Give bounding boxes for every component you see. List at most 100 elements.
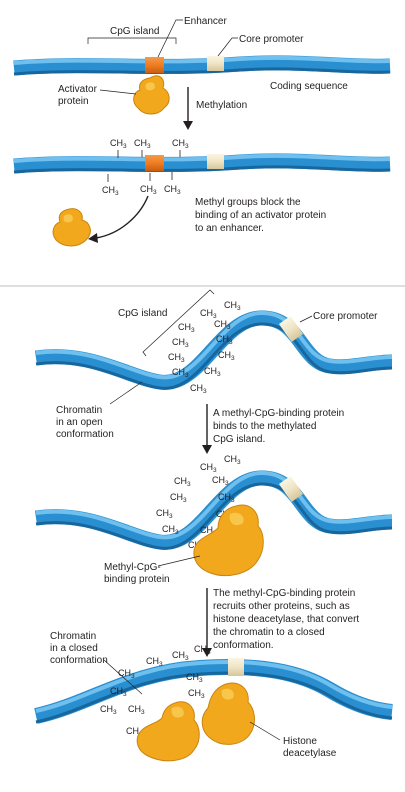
methyl-group-label: CH3 bbox=[110, 686, 127, 698]
methyl-group-label: CH3 bbox=[194, 644, 211, 656]
methyl-group-label: CH3 bbox=[178, 322, 195, 334]
methyl-group-label: CH3 bbox=[110, 138, 127, 150]
methyl-group-label: CH3 bbox=[170, 492, 187, 504]
recruit-text-2: recruits other proteins, such as bbox=[213, 601, 350, 612]
methyl-group-label: CH3 bbox=[172, 367, 189, 379]
methyl-group-label: CH3 bbox=[224, 300, 241, 312]
panel-open-chromatin: CpG island Core promoter CH3CH3CH3CH3CH3… bbox=[34, 289, 393, 454]
mbp-pointer bbox=[157, 555, 201, 567]
methyl-group-label: CH3 bbox=[200, 462, 217, 474]
methyl-group-label: CH3 bbox=[224, 454, 241, 466]
displacement-arrow bbox=[88, 195, 149, 243]
cpg-island-label: CpG island bbox=[110, 26, 159, 37]
histone-deacetylase-label-1: Histone bbox=[283, 736, 317, 747]
block-text-1: Methyl groups block the bbox=[195, 197, 301, 208]
methylation-label: Methylation bbox=[196, 100, 247, 111]
core-promoter-region-closed bbox=[228, 658, 244, 676]
activator-protein bbox=[133, 75, 170, 115]
methyl-group-label: CH3 bbox=[162, 524, 179, 536]
open-chromatin-label-2: in an open bbox=[56, 417, 103, 428]
methyl-group-label: CH3 bbox=[204, 366, 221, 378]
cpg-island-label-open: CpG island bbox=[118, 308, 167, 319]
binding-arrow bbox=[202, 404, 212, 454]
core-promoter-pointer bbox=[217, 37, 238, 57]
dna-strand-2 bbox=[13, 153, 391, 174]
dna-strand-3 bbox=[34, 310, 393, 390]
methyl-group-label: CH3 bbox=[190, 383, 207, 395]
recruit-text-3: histone deacetylase, that convert bbox=[213, 614, 359, 625]
methyl-group-label: CH3 bbox=[100, 704, 117, 716]
methyl-ticks-1 bbox=[107, 150, 181, 182]
panel-unmethylated: CpG island Enhancer Core promoter Coding… bbox=[13, 16, 391, 130]
methyl-group-label: CH3 bbox=[156, 508, 173, 520]
methyl-group-label: CH3 bbox=[118, 668, 135, 680]
methyl-group-label: CH3 bbox=[218, 350, 235, 362]
mbp-step-text-3: CpG island. bbox=[213, 434, 265, 445]
methyl-group-label: CH3 bbox=[174, 476, 191, 488]
mbp-step-text-2: binds to the methylated bbox=[213, 421, 316, 432]
methyl-group-label: CH3 bbox=[102, 185, 119, 197]
methyl-group-label: CH3 bbox=[172, 138, 189, 150]
closed-chromatin-pointer bbox=[103, 659, 143, 695]
closed-chromatin-label-1: Chromatin bbox=[50, 631, 96, 642]
methyl-group-label: CH3 bbox=[186, 672, 203, 684]
closed-chromatin-label-2: in a closed bbox=[50, 643, 98, 654]
core-promoter-pointer-open bbox=[299, 315, 313, 323]
mbp-label-1: Methyl-CpG- bbox=[104, 562, 161, 573]
histone-deacetylase-label-2: deacetylase bbox=[283, 748, 337, 759]
activator-label-1: Activator bbox=[58, 84, 98, 95]
methyl-group-label: CH3 bbox=[128, 704, 145, 716]
methyl-group-label: CH3 bbox=[212, 475, 229, 487]
methyl-group-label: CH3 bbox=[134, 138, 151, 150]
methyl-group-label: CH3 bbox=[140, 184, 157, 196]
activator-protein-displaced bbox=[52, 208, 91, 247]
enhancer-region-methylated bbox=[145, 155, 164, 171]
recruit-text-5: conformation. bbox=[213, 640, 274, 651]
methyl-group-label: CH3 bbox=[216, 334, 233, 346]
methyl-group-label: CH3 bbox=[164, 184, 181, 196]
methyl-cpg-binding-protein-closed bbox=[136, 701, 200, 762]
activator-label-2: protein bbox=[58, 96, 89, 107]
cpg-island-bracket bbox=[87, 37, 177, 44]
cpg-island-bracket-open bbox=[142, 289, 215, 357]
methylation-arrow bbox=[183, 87, 193, 130]
closed-chromatin-label-3: conformation bbox=[50, 655, 108, 666]
core-promoter-label-open: Core promoter bbox=[313, 311, 378, 322]
methyl-cpg-binding-protein bbox=[193, 504, 264, 576]
methyl-group-label: CH3 bbox=[214, 319, 231, 331]
enhancer-label: Enhancer bbox=[184, 16, 227, 27]
dna-strand-4 bbox=[34, 470, 393, 550]
histone-deacetylase bbox=[201, 682, 255, 745]
methyl-group-label: CH3 bbox=[146, 656, 163, 668]
core-promoter-region bbox=[207, 56, 224, 71]
methyl-group-label: CH3 bbox=[218, 492, 235, 504]
enhancer-region bbox=[145, 57, 164, 73]
block-text-3: to an enhancer. bbox=[195, 223, 264, 234]
enhancer-pointer bbox=[157, 19, 183, 58]
mbp-step-text-1: A methyl-CpG-binding protein bbox=[213, 408, 344, 419]
recruit-arrow bbox=[202, 588, 212, 657]
core-promoter-region-bound bbox=[278, 475, 304, 503]
methyl-group-label: CH3 bbox=[188, 688, 205, 700]
core-promoter-label: Core promoter bbox=[239, 34, 304, 45]
methyl-group-label: CH3 bbox=[168, 352, 185, 364]
histone-deacetylase-pointer bbox=[249, 721, 281, 741]
methyl-group-label: CH3 bbox=[172, 650, 189, 662]
mbp-label-2: binding protein bbox=[104, 574, 170, 585]
methyl-group-label: CH3 bbox=[200, 308, 217, 320]
dna-strand-1 bbox=[13, 55, 391, 76]
open-chromatin-label-1: Chromatin bbox=[56, 405, 102, 416]
block-text-2: binding of an activator protein bbox=[195, 210, 326, 221]
activator-pointer bbox=[99, 89, 137, 95]
recruit-text-4: the chromatin to a closed bbox=[213, 627, 325, 638]
dna-strand-5 bbox=[34, 658, 393, 724]
methyl-group-label: CH3 bbox=[172, 337, 189, 349]
recruit-text-1: The methyl-CpG-binding protein bbox=[213, 588, 355, 599]
